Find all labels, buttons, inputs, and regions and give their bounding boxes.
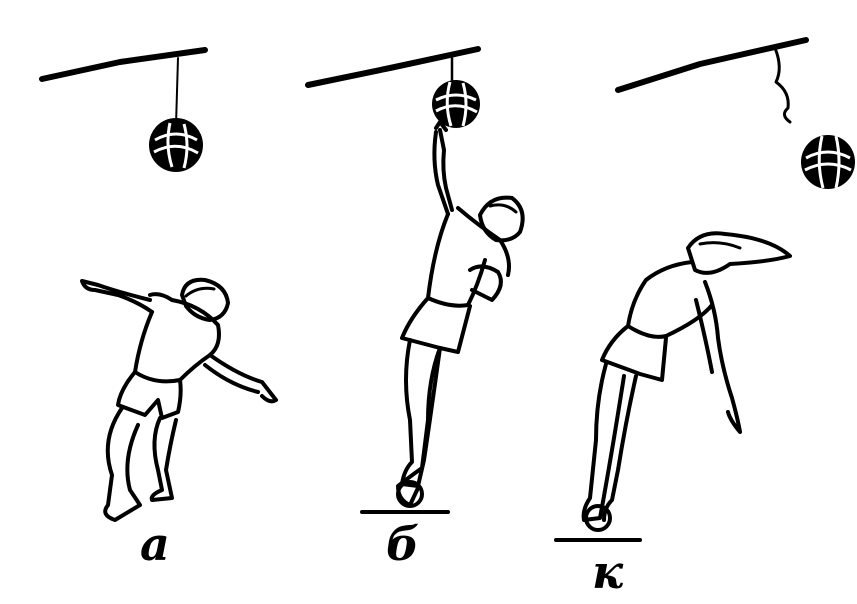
overhead-bar-a	[39, 47, 208, 82]
panel-b-label: б	[386, 517, 419, 571]
player-b	[396, 120, 525, 508]
player-k	[581, 231, 792, 532]
ball-b	[432, 80, 480, 128]
overhead-bar-b	[305, 46, 481, 88]
overhead-bar-k	[615, 37, 809, 93]
panel-k: к	[554, 37, 855, 599]
panel-a: а	[39, 47, 278, 571]
ball-k	[801, 135, 855, 189]
ball-string-a	[175, 57, 179, 126]
panel-k-label: к	[592, 545, 624, 599]
panel-a-label: а	[140, 517, 170, 571]
swinging-string-k	[773, 46, 792, 124]
player-a	[80, 277, 278, 522]
ball-a	[149, 118, 203, 172]
panel-b: б	[305, 46, 525, 571]
